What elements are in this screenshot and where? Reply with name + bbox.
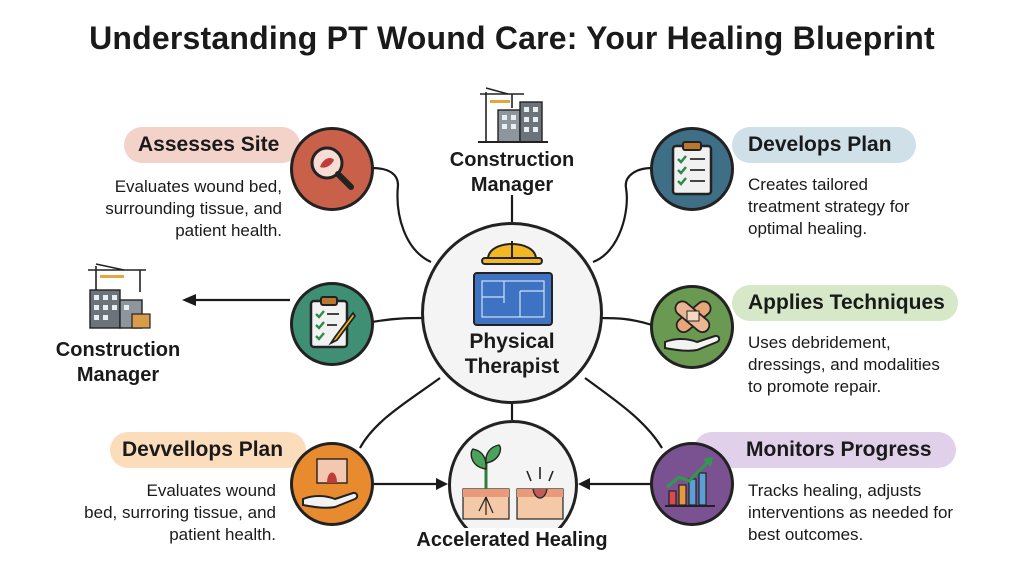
bandage-hand-icon: [664, 300, 721, 352]
assesses-site-pill: Assesses Site: [124, 127, 300, 163]
monitors-progress-desc-line3: best outcomes.: [748, 525, 864, 544]
checklist-pencil-icon: [309, 296, 357, 349]
applies-techniques-pill: Applies Techniques: [732, 285, 958, 321]
develops-plan-desc-line3: optimal healing.: [748, 219, 868, 238]
devvellops-plan-desc: Evaluates wound bed, surroring tissue, a…: [40, 480, 276, 546]
assesses-site-desc-line3: patient health.: [175, 221, 282, 240]
hardhat-blueprint-icon: [473, 241, 553, 326]
assesses-site-node: [290, 127, 374, 211]
center-label: Physical Therapist: [424, 329, 600, 379]
develops-plan-desc-line2: treatment strategy for: [748, 197, 910, 216]
devvellops-plan-pill: Devvellops Plan: [110, 432, 306, 468]
accelerated-healing-label: Accelerated Healing: [392, 528, 632, 553]
page-title: Understanding PT Wound Care: Your Healin…: [89, 20, 935, 56]
assesses-site-desc-line2: surrounding tissue, and: [105, 199, 282, 218]
monitors-progress-desc-line1: Tracks healing, adjusts: [748, 481, 922, 500]
sprout-skin-icon: [462, 444, 564, 520]
monitors-progress-desc: Tracks healing, adjusts interventions as…: [748, 480, 1018, 546]
develops-plan-desc-line1: Creates tailored: [748, 175, 869, 194]
applies-techniques-desc: Uses debridement, dressings, and modalit…: [748, 332, 1008, 398]
devvellops-plan-node: [290, 442, 374, 526]
applies-techniques-desc-line2: dressings, and modalities: [748, 355, 940, 374]
left-construction-manager-label: Construction Manager: [38, 338, 198, 388]
left-label-line1: Construction: [55, 339, 181, 361]
clipboard-icon: [671, 141, 713, 196]
devvellops-plan-desc-line1: Evaluates wound: [146, 481, 276, 500]
top-label-line2: Manager: [470, 174, 554, 196]
top-label-line1: Construction: [449, 149, 575, 171]
applies-techniques-desc-line3: to promote repair.: [748, 377, 882, 396]
center-label-line1: Physical: [469, 330, 555, 353]
devvellops-plan-desc-line3: patient health.: [169, 525, 276, 544]
assesses-site-desc-line1: Evaluates wound bed,: [114, 177, 282, 196]
crane-building-icon: [478, 87, 548, 143]
develops-plan-node: [650, 127, 734, 211]
develops-plan-desc: Creates tailored treatment strategy for …: [748, 174, 998, 240]
develops-plan-pill: Develops Plan: [732, 127, 916, 163]
monitors-progress-node: [650, 442, 734, 526]
assesses-site-desc: Evaluates wound bed, surrounding tissue,…: [40, 176, 282, 242]
applies-techniques-node: [650, 285, 734, 369]
left-label-line2: Manager: [76, 364, 160, 386]
crane-building-icon-left: [88, 263, 151, 329]
physical-therapist-node: Physical Therapist: [421, 222, 603, 404]
wound-hand-icon: [302, 458, 359, 509]
monitors-progress-desc-line2: interventions as needed for: [748, 503, 954, 522]
applies-techniques-desc-line1: Uses debridement,: [748, 333, 891, 352]
checklist-node: [290, 282, 374, 366]
devvellops-plan-desc-line2: bed, surroring tissue, and: [84, 503, 276, 522]
top-construction-manager-label: Construction Manager: [432, 148, 592, 198]
growth-chart-icon: [665, 457, 715, 507]
monitors-progress-pill: Monitors Progress: [694, 432, 956, 468]
center-label-line2: Therapist: [464, 355, 560, 378]
magnifier-icon: [310, 146, 354, 190]
